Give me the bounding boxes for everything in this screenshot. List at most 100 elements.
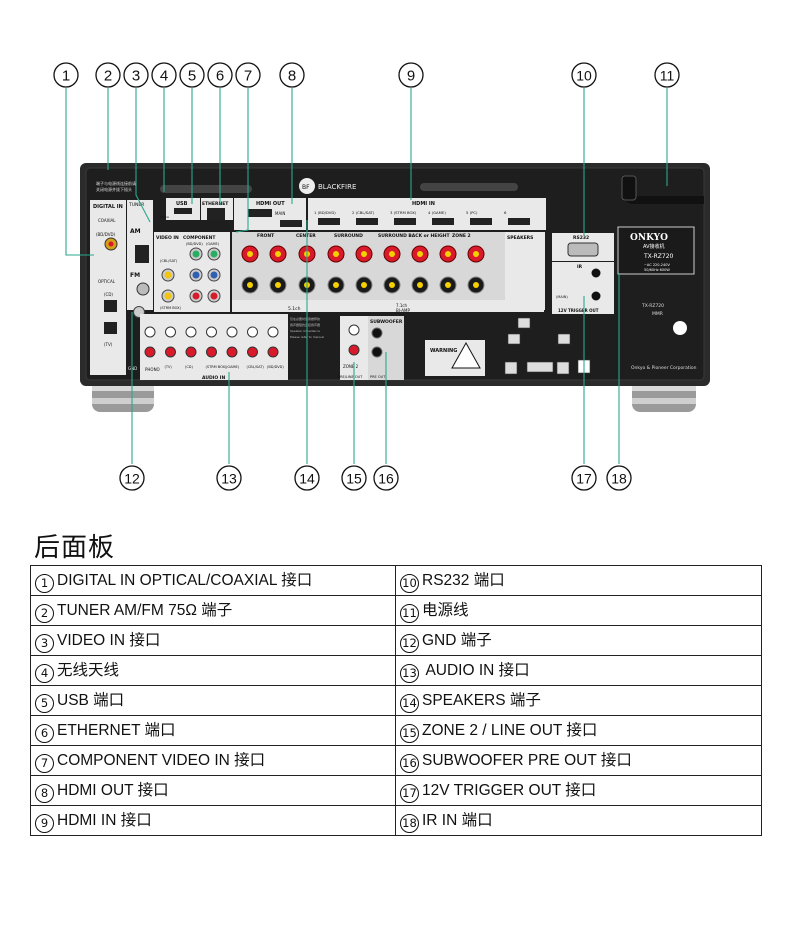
legend-text: DIGITAL IN OPTICAL/COAXIAL 接口 bbox=[57, 572, 313, 589]
rs232-port[interactable] bbox=[567, 242, 599, 257]
callout-number: 8 bbox=[288, 68, 296, 85]
audio-in-jack-right[interactable] bbox=[247, 346, 258, 358]
hdmi-out-sub-port[interactable] bbox=[280, 220, 302, 227]
model-label: TX-RZ720 bbox=[643, 253, 674, 260]
legend-text: HDMI IN 接口 bbox=[57, 812, 152, 829]
fm-antenna-jack[interactable] bbox=[136, 282, 150, 296]
callout-17: 17 bbox=[571, 465, 597, 491]
hdmi-in-port[interactable] bbox=[318, 218, 340, 225]
hdmi-in-port-label: 1 (BD/DVD) bbox=[314, 210, 336, 215]
callout-number: 4 bbox=[160, 68, 168, 85]
audio-in-jack-right[interactable] bbox=[144, 346, 156, 358]
legend-text: USB 端口 bbox=[57, 692, 125, 709]
ir-in-jack[interactable] bbox=[591, 268, 601, 278]
trigger-label: 12V TRIGGER OUT bbox=[558, 308, 599, 313]
legend-text: VIDEO IN 接口 bbox=[57, 632, 161, 649]
callout-number: 1 bbox=[62, 68, 70, 85]
trigger-main-jack[interactable] bbox=[591, 291, 601, 301]
zone2-out-l[interactable] bbox=[348, 324, 360, 336]
svg-text:扬声器阻抗连接扬声器: 扬声器阻抗连接扬声器 bbox=[290, 322, 320, 327]
am-label: AM bbox=[130, 228, 141, 235]
gnd-label: GND bbox=[128, 366, 137, 371]
hdmi-out-main-port[interactable] bbox=[248, 209, 272, 217]
legend-number: 2 bbox=[35, 604, 54, 623]
usb-port[interactable] bbox=[174, 208, 192, 214]
hdmi-in-port[interactable] bbox=[394, 218, 416, 225]
legend-text: ZONE 2 / LINE OUT 接口 bbox=[422, 722, 598, 739]
callout-3: 3 bbox=[123, 62, 149, 88]
audio-in-jack-left[interactable] bbox=[144, 326, 156, 338]
audio-in-jack-right[interactable] bbox=[185, 346, 197, 358]
audio-in-jack-left[interactable] bbox=[226, 326, 238, 338]
subwoofer-out-1[interactable] bbox=[371, 327, 383, 339]
page-heading: 后面板 bbox=[34, 533, 116, 563]
callout-number: 10 bbox=[576, 68, 592, 84]
audio-in-jack-left[interactable] bbox=[206, 326, 217, 338]
legend-text: IR IN 端口 bbox=[422, 812, 493, 829]
callout-13: 13 bbox=[216, 465, 242, 491]
pre-line-out-label: PRE/LINE OUT bbox=[338, 375, 363, 379]
power-spec: ~AC 220-240V bbox=[644, 263, 670, 267]
speakers-sign-panel bbox=[505, 232, 545, 310]
audio-in-jack-left[interactable] bbox=[267, 326, 279, 338]
audio-in-jack-left[interactable] bbox=[165, 326, 176, 338]
hdmi-in-port[interactable] bbox=[432, 218, 454, 225]
callout-14: 14 bbox=[294, 465, 320, 491]
optical-jack-tv[interactable] bbox=[104, 322, 117, 334]
hdmi-in-port[interactable] bbox=[356, 218, 378, 225]
digital-in-panel bbox=[90, 200, 126, 375]
audio-in-jack-right[interactable] bbox=[165, 346, 176, 358]
video-in-label: VIDEO IN bbox=[156, 235, 179, 241]
callout-5: 5 bbox=[179, 62, 205, 88]
zone2-out-r[interactable] bbox=[348, 344, 360, 356]
legend-number: 9 bbox=[35, 814, 54, 833]
audio-in-jack-right[interactable] bbox=[267, 346, 279, 358]
audio-in-jack-left[interactable] bbox=[247, 326, 258, 338]
legend-number: 12 bbox=[400, 634, 419, 653]
pre-out-label: PRE OUT bbox=[370, 375, 386, 379]
am-terminal[interactable] bbox=[135, 245, 149, 263]
audio-in-jack-right[interactable] bbox=[226, 346, 238, 358]
legend-text: AUDIO IN 接口 bbox=[422, 662, 530, 679]
speaker-terminals bbox=[241, 245, 485, 294]
usb-spec: 5V/1A bbox=[160, 215, 170, 219]
audio-in-jack-right[interactable] bbox=[206, 346, 217, 358]
front-label: FRONT bbox=[257, 233, 275, 239]
receiver-feet bbox=[92, 378, 696, 412]
audio-in-jack-left[interactable] bbox=[185, 326, 197, 338]
onkyo-logo: ONKYO bbox=[630, 233, 668, 243]
svg-text:BF: BF bbox=[302, 184, 310, 191]
callout-1: 1 bbox=[53, 62, 79, 88]
optical-jack-cd[interactable] bbox=[104, 300, 117, 312]
legend-number: 3 bbox=[35, 634, 54, 653]
hdmi-in-port[interactable] bbox=[470, 218, 492, 225]
digital-in-label: DIGITAL IN bbox=[93, 204, 123, 210]
ethernet-port[interactable] bbox=[207, 208, 225, 220]
rear-panel-figure: 端子与电源线连接前请 关闭电源并拔下插头 DIGITAL IN COAXIAL … bbox=[53, 62, 710, 491]
subwoofer-out-2[interactable] bbox=[371, 346, 383, 358]
fm-label: FM bbox=[130, 272, 140, 279]
hdmi-in-port[interactable] bbox=[508, 218, 530, 225]
audio-in-port-label: (STRM BOX) bbox=[206, 365, 228, 369]
freq-spec: 50/60Hz 600W bbox=[644, 268, 670, 272]
hdmi-out-label: HDMI OUT bbox=[256, 201, 285, 207]
ir-label: IR bbox=[577, 264, 583, 270]
optical-label: OPTICAL bbox=[98, 279, 116, 284]
wireless-antenna-left bbox=[160, 185, 252, 193]
